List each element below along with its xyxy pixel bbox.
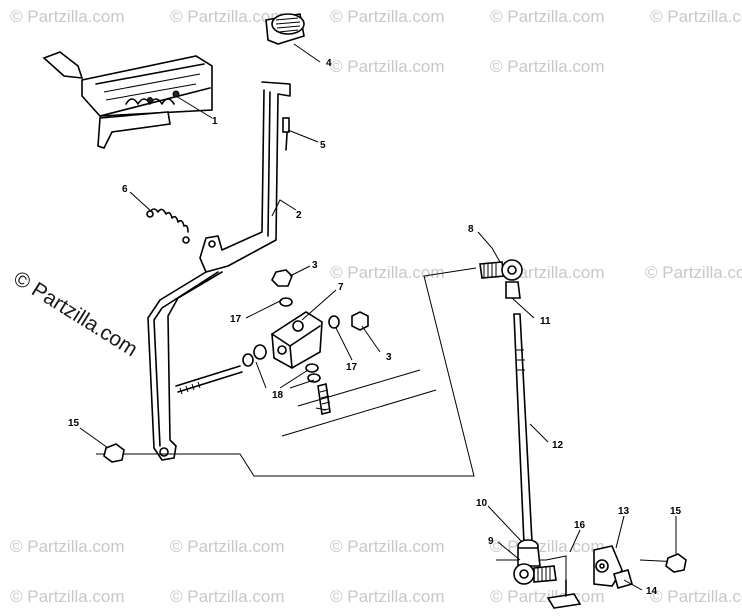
watermark: © Partzilla.com [490, 57, 605, 76]
callout-13: 13 [618, 506, 630, 517]
pivot-bolt [175, 344, 331, 415]
watermark: © Partzilla.com [490, 587, 605, 606]
frame-lines [281, 369, 437, 437]
callout-1: 1 [212, 116, 218, 127]
watermark: © Partzilla.com [490, 7, 605, 26]
ball-joint-lower [513, 539, 557, 585]
callout-10: 10 [476, 498, 488, 509]
watermark: © Partzilla.com [170, 7, 285, 26]
watermark: © Partzilla.com [330, 537, 445, 556]
callout-16: 16 [574, 520, 586, 531]
shift-rod [513, 313, 533, 545]
watermark: © Partzilla.com [330, 7, 445, 26]
callout-3: 3 [386, 352, 392, 363]
watermark: © Partzilla.com [10, 587, 125, 606]
return-spring [146, 208, 190, 244]
watermark: © Partzilla.com [330, 263, 445, 282]
callout-2: 2 [296, 210, 302, 221]
callout-17: 17 [346, 362, 358, 373]
callout-labels: 1 2 3 3 4 5 6 7 8 9 10 11 12 13 14 15 15… [68, 58, 682, 597]
callout-8: 8 [468, 224, 474, 235]
callout-9: 9 [488, 536, 494, 547]
pivot-block [271, 311, 323, 369]
watermark: © Partzilla.com [10, 7, 125, 26]
linkage-outline [96, 267, 681, 580]
watermark: © Partzilla.com [330, 57, 445, 76]
leader-lines [79, 43, 677, 591]
roll-pin [282, 117, 290, 151]
ball-joint-upper [479, 259, 523, 299]
callout-11: 11 [540, 316, 551, 327]
callout-18: 18 [272, 390, 284, 401]
callout-15: 15 [68, 418, 80, 429]
callout-7: 7 [338, 282, 344, 293]
shift-lever [147, 81, 291, 461]
watermark: © Partzilla.com [170, 587, 285, 606]
callout-15: 15 [670, 506, 682, 517]
watermark: © Partzilla.com [650, 587, 742, 606]
watermark: © Partzilla.com [645, 263, 742, 282]
detent-pin [613, 569, 633, 589]
lock-nut-small [103, 443, 687, 573]
callout-3: 3 [312, 260, 318, 271]
callout-6: 6 [122, 184, 128, 195]
callout-12: 12 [552, 440, 564, 451]
pedal-assembly [42, 51, 213, 149]
washer [279, 297, 340, 329]
callout-5: 5 [320, 140, 326, 151]
watermark: © Partzilla.com [10, 537, 125, 556]
callout-4: 4 [326, 58, 332, 69]
watermark: © Partzilla.com [650, 7, 742, 26]
shift-knob [265, 13, 305, 45]
callout-17: 17 [230, 314, 242, 325]
watermark-main: © Partzilla.com [9, 267, 141, 361]
callout-14: 14 [646, 586, 658, 597]
lock-nut [271, 269, 369, 331]
watermark: © Partzilla.com [170, 537, 285, 556]
watermark: © Partzilla.com [490, 537, 605, 556]
mount-bracket [546, 579, 582, 609]
watermark: © Partzilla.com [330, 587, 445, 606]
